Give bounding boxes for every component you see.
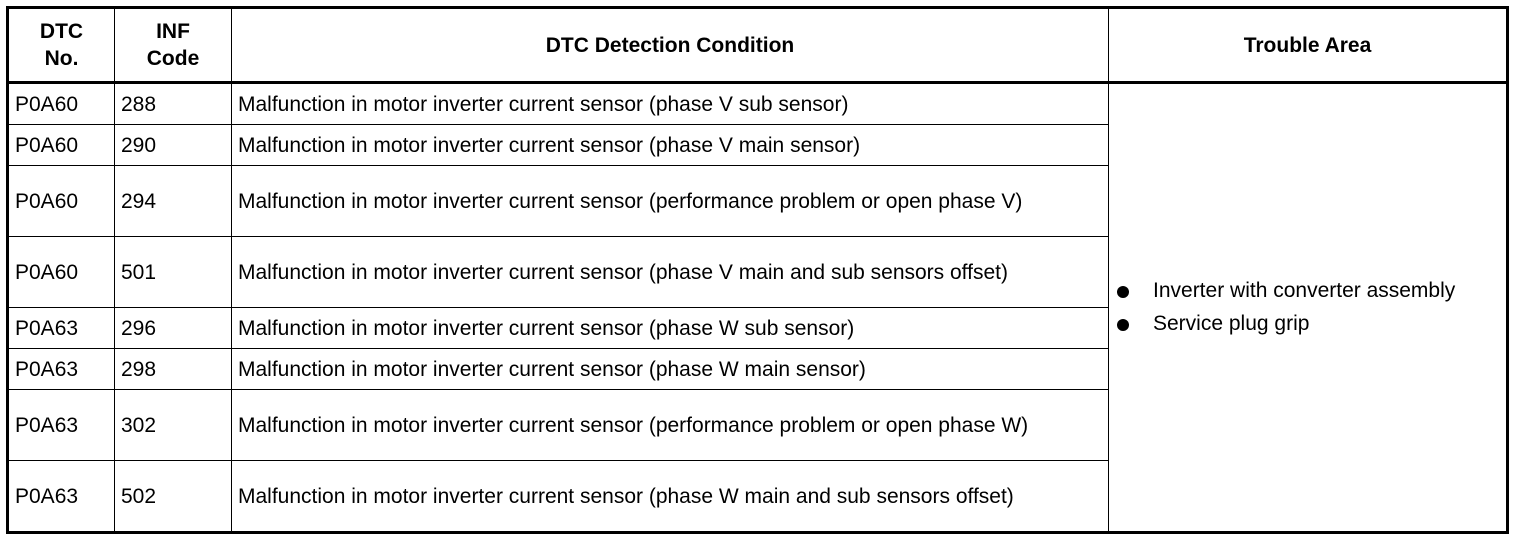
trouble-area-item-text: Service plug grip <box>1153 312 1310 335</box>
header-dtc-no-line1: DTC <box>39 20 84 43</box>
trouble-area-list: Inverter with converter assembly Service… <box>1115 276 1500 339</box>
table-row: P0A60 288 Malfunction in motor inverter … <box>7 82 1508 533</box>
table-row: P0A63 296 Malfunction in motor inverter … <box>7 307 1508 349</box>
dtc-code-cell: P0A63 <box>7 460 115 533</box>
condition-cell: Malfunction in motor inverter current se… <box>231 82 1109 125</box>
dtc-code-cell: P0A63 <box>7 348 115 390</box>
inf-code-cell: 290 <box>114 124 232 166</box>
condition-cell: Malfunction in motor inverter current se… <box>231 307 1109 349</box>
header-dtc-no-line2: No. <box>44 47 79 70</box>
table-row: P0A63 302 Malfunction in motor inverter … <box>7 389 1508 461</box>
trouble-area-item: Service plug grip <box>1115 309 1500 339</box>
bullet-icon <box>1117 319 1129 331</box>
dtc-code-cell: P0A60 <box>7 236 115 308</box>
inf-code-cell: 298 <box>114 348 232 390</box>
inf-code-cell: 501 <box>114 236 232 308</box>
header-condition: DTC Detection Condition <box>231 7 1109 83</box>
dtc-code-cell: P0A60 <box>7 124 115 166</box>
dtc-code-cell: P0A63 <box>7 307 115 349</box>
trouble-area-item-text: Inverter with converter assembly <box>1153 279 1456 302</box>
bullet-icon <box>1117 286 1129 298</box>
table-row: P0A60 294 Malfunction in motor inverter … <box>7 165 1508 237</box>
dtc-code-cell: P0A60 <box>7 165 115 237</box>
trouble-area-cell: Inverter with converter assembly Service… <box>1108 82 1508 533</box>
inf-code-cell: 294 <box>114 165 232 237</box>
dtc-table: DTC No. INF Code DTC Detection Condition… <box>6 6 1509 534</box>
dtc-code-cell: P0A60 <box>7 82 115 125</box>
header-dtc-no: DTC No. <box>7 7 115 83</box>
header-inf-code-line2: Code <box>146 47 200 70</box>
table-row: P0A60 501 Malfunction in motor inverter … <box>7 236 1508 308</box>
header-inf-code: INF Code <box>114 7 232 83</box>
condition-cell: Malfunction in motor inverter current se… <box>231 124 1109 166</box>
table-row: P0A63 298 Malfunction in motor inverter … <box>7 348 1508 390</box>
table-header-row: DTC No. INF Code DTC Detection Condition… <box>7 7 1508 83</box>
table-row: P0A60 290 Malfunction in motor inverter … <box>7 124 1508 166</box>
inf-code-cell: 502 <box>114 460 232 533</box>
header-trouble-area: Trouble Area <box>1108 7 1508 83</box>
table-row: P0A63 502 Malfunction in motor inverter … <box>7 460 1508 533</box>
inf-code-cell: 302 <box>114 389 232 461</box>
condition-cell: Malfunction in motor inverter current se… <box>231 348 1109 390</box>
condition-cell: Malfunction in motor inverter current se… <box>231 460 1109 533</box>
inf-code-cell: 288 <box>114 82 232 125</box>
inf-code-cell: 296 <box>114 307 232 349</box>
condition-cell: Malfunction in motor inverter current se… <box>231 236 1109 308</box>
header-inf-code-line1: INF <box>156 20 190 43</box>
condition-cell: Malfunction in motor inverter current se… <box>231 389 1109 461</box>
condition-cell: Malfunction in motor inverter current se… <box>231 165 1109 237</box>
trouble-area-item: Inverter with converter assembly <box>1115 276 1500 306</box>
dtc-code-cell: P0A63 <box>7 389 115 461</box>
